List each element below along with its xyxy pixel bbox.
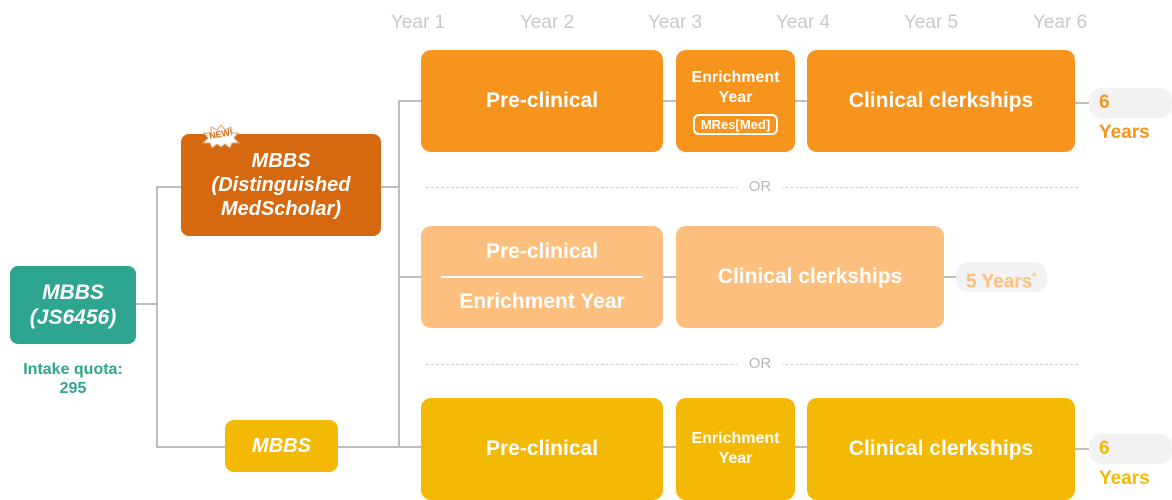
- connector: [1075, 102, 1090, 104]
- intake-quota-value: 295: [59, 380, 87, 397]
- connector: [156, 186, 158, 448]
- track-1-enrichment-label: Enrichment Year: [691, 68, 780, 106]
- dms-program-box: MBBS (Distinguished MedScholar): [181, 134, 381, 236]
- track-2-preclinical-enrichment-box: Pre-clinical Enrichment Year: [421, 226, 663, 328]
- connector: [1075, 448, 1090, 450]
- track-1-preclinical-box: Pre-clinical: [421, 50, 663, 152]
- new-badge-starburst-icon: [201, 124, 241, 149]
- track-3-preclinical-box: Pre-clinical: [421, 398, 663, 500]
- connector: [662, 100, 676, 102]
- year-1-label: Year 1: [390, 12, 446, 33]
- connector: [795, 446, 807, 448]
- intake-quota-label: Intake quota:: [23, 361, 123, 378]
- connector: [398, 100, 422, 102]
- track-2-duration-value: 5 Years: [966, 271, 1033, 293]
- track-1-enrichment-box: Enrichment Year MRes[Med]: [676, 50, 795, 152]
- track-2-duration: 5 Years*: [956, 262, 1047, 292]
- track-1-clinical-box: Clinical clerkships: [807, 50, 1075, 152]
- connector: [943, 276, 957, 278]
- track-2-enrichment-label: Enrichment Year: [459, 290, 625, 313]
- root-program-box: MBBS (JS6456): [10, 266, 136, 344]
- year-4-label: Year 4: [775, 12, 831, 33]
- connector: [398, 446, 422, 448]
- connector: [156, 446, 226, 448]
- track-3-enrichment-box: Enrichment Year: [676, 398, 795, 500]
- track-2-preclinical-label: Pre-clinical: [485, 240, 599, 263]
- track-2-clinical-box: Clinical clerkships: [676, 226, 944, 328]
- mres-tag: MRes[Med]: [692, 113, 779, 135]
- mbbs-program-title: MBBS: [252, 434, 311, 457]
- year-5-label: Year 5: [903, 12, 959, 33]
- track-3-duration: 6 Years: [1089, 434, 1172, 489]
- separator-label-2: OR: [738, 355, 782, 372]
- track-3-clinical-box: Clinical clerkships: [807, 398, 1075, 500]
- track-1-duration: 6 Years: [1089, 88, 1172, 143]
- connector: [662, 446, 676, 448]
- connector: [156, 186, 182, 188]
- track-2-divider: [441, 276, 643, 278]
- track-2-duration-footnote-mark: *: [1032, 271, 1037, 283]
- connector: [136, 303, 157, 305]
- separator-label-1: OR: [738, 178, 782, 195]
- connector: [338, 446, 400, 448]
- intake-quota: Intake quota: 295: [0, 360, 146, 398]
- new-badge: NEW!: [200, 124, 242, 149]
- dms-program-title: MBBS (Distinguished MedScholar): [211, 150, 351, 220]
- mbbs-program-box: MBBS: [225, 420, 338, 472]
- connector: [795, 100, 807, 102]
- connector: [398, 276, 422, 278]
- connector: [380, 186, 400, 188]
- year-6-label: Year 6: [1032, 12, 1088, 33]
- year-3-label: Year 3: [647, 12, 703, 33]
- connector: [398, 100, 400, 448]
- connector: [662, 276, 676, 278]
- year-2-label: Year 2: [519, 12, 575, 33]
- root-program-title: MBBS (JS6456): [29, 281, 117, 329]
